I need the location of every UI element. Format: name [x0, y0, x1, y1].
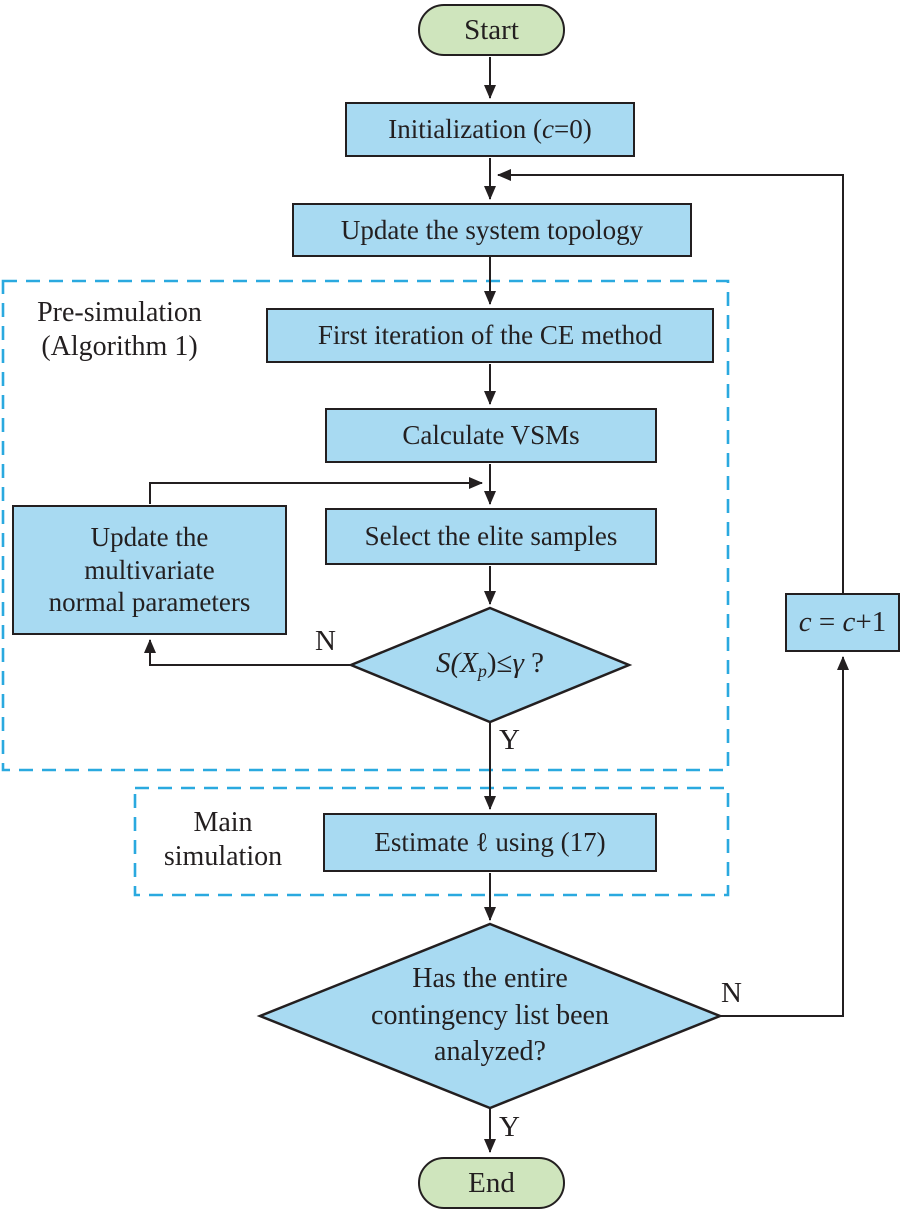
decision-vsm-label: S(Xp)≤γ ?	[436, 647, 544, 682]
node-first-iteration: First iteration of the CE method	[266, 308, 714, 363]
first-iteration-label: First iteration of the CE method	[317, 320, 663, 351]
update-params-line1: Update the	[90, 522, 209, 553]
counter-label: c = c+1	[798, 606, 887, 639]
decision-contingency-label: Has the entire contingency list been ana…	[260, 924, 720, 1108]
node-update-topology: Update the system topology	[292, 203, 692, 257]
initialization-label: Initialization (c=0)	[388, 114, 592, 145]
end-label: End	[468, 1166, 515, 1199]
node-counter: c = c+1	[785, 593, 900, 652]
node-estimate: Estimate ℓ using (17)	[323, 813, 657, 872]
node-update-params: Update the multivariate normal parameter…	[12, 505, 287, 635]
estimate-label: Estimate ℓ using (17)	[374, 827, 606, 858]
node-end: End	[418, 1157, 565, 1209]
label-y-contingency: Y	[499, 1111, 520, 1143]
edge-decision2-n-counter	[717, 656, 849, 1017]
main-simulation-region-label: Main simulation	[148, 806, 298, 874]
calculate-vsms-label: Calculate VSMs	[402, 420, 580, 451]
pre-simulation-line1: Pre-simulation	[37, 297, 202, 328]
decision-vsm-diamond	[347, 606, 633, 724]
main-simulation-line2: simulation	[163, 841, 283, 873]
update-params-line2: multivariate	[84, 554, 215, 585]
pre-simulation-region-label: Pre-simulation (Algorithm 1)	[12, 296, 227, 364]
node-start: Start	[418, 4, 565, 56]
label-y-vsm: Y	[499, 724, 520, 756]
update-topology-label: Update the system topology	[340, 214, 644, 245]
main-simulation-region-box	[133, 786, 730, 897]
start-label: Start	[464, 13, 519, 46]
node-calculate-vsms: Calculate VSMs	[325, 408, 657, 463]
edge-decision1-n-params	[144, 639, 352, 666]
node-initialization: Initialization (c=0)	[345, 102, 635, 157]
decision-contingency-line1: Has the entire	[412, 963, 568, 995]
decision-contingency-diamond	[256, 922, 724, 1110]
node-select-elite: Select the elite samples	[325, 508, 657, 565]
label-n-contingency: N	[721, 977, 742, 1009]
pre-simulation-region-box	[1, 279, 730, 772]
pre-simulation-line2: (Algorithm 1)	[41, 331, 198, 363]
select-elite-label: Select the elite samples	[364, 521, 618, 552]
update-params-line3: normal parameters	[48, 587, 251, 618]
decision-contingency-line3: analyzed?	[434, 1036, 546, 1068]
label-n-vsm: N	[315, 625, 336, 657]
edge-counter-merge	[497, 169, 844, 593]
decision-contingency-line2: contingency list been	[371, 999, 609, 1031]
edge-params-merge	[149, 477, 483, 504]
main-simulation-line1: Main	[193, 807, 253, 838]
